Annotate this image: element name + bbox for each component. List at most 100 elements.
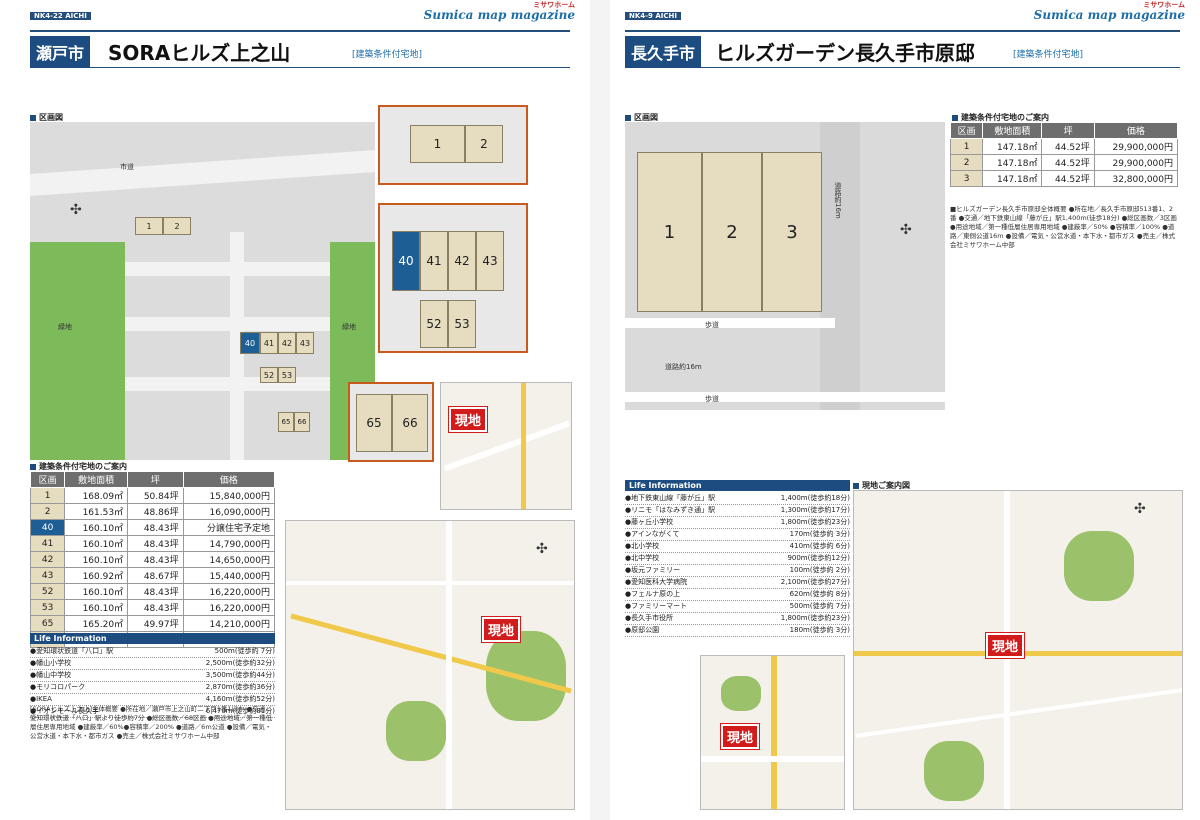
cell-tsubo: 44.52坪 [1041, 170, 1095, 187]
lot-40[interactable]: 40 [392, 231, 420, 291]
lot-1[interactable]: 1 [135, 217, 163, 235]
inset-lots-1-2: 1 2 [378, 105, 528, 185]
life-item-name: ●地下鉄東山線「藤が丘」駅 [625, 494, 716, 502]
site-marker: 現地 [449, 407, 488, 432]
life-item-distance: 620m(徒歩約 8分) [789, 590, 850, 598]
cell-price: 14,650,000円 [182, 551, 276, 568]
cell-price: 29,900,000円 [1093, 138, 1179, 155]
life-item-name: ●幡山小学校 [30, 659, 72, 667]
life-item-distance: 4,160m(徒歩約52分) [205, 695, 275, 703]
lot-41[interactable]: 41 [260, 332, 278, 354]
lot-53[interactable]: 53 [448, 300, 476, 348]
life-item: ●地下鉄東山線「藤が丘」駅 1,400m(徒歩約18分) [625, 493, 850, 505]
life-info: Life Information ●地下鉄東山線「藤が丘」駅 1,400m(徒歩約… [625, 480, 850, 637]
lot-66[interactable]: 66 [294, 412, 310, 432]
page-code: NK4-22 AICHI [30, 12, 91, 20]
road [125, 262, 330, 276]
cell-tsubo: 48.67坪 [127, 567, 184, 584]
col-header: 敷地面積 [64, 471, 129, 488]
life-item-name: ●北小学校 [625, 542, 660, 550]
col-header: 敷地面積 [982, 122, 1043, 139]
estate-notes: ■ヒルズガーデン長久手市原邸全体概要 ●所在地／長久手市原邸513番1、2番 ●… [950, 205, 1177, 249]
cell-tsubo: 49.97坪 [127, 615, 184, 632]
section-lot-table: 建築条件付宅地のご案内 [30, 461, 127, 472]
lot-3[interactable]: 3 [762, 152, 822, 312]
life-item-distance: 900m(徒歩約12分) [787, 554, 850, 562]
cell-price: 16,220,000円 [182, 583, 276, 600]
lot-42[interactable]: 42 [278, 332, 296, 354]
cell-tsubo: 44.52坪 [1041, 154, 1095, 171]
life-item-distance: 1,400m(徒歩約18分) [780, 494, 850, 502]
estate-notes: [SORAヒルズ上之山]全体概要 ●所在地／瀬戸市上之山町二丁目1番1ほか ●交… [30, 705, 273, 740]
cell-area: 160.92㎡ [64, 567, 129, 584]
col-header: 区画 [949, 122, 984, 139]
cell-area: 168.09㎡ [64, 487, 129, 504]
cell-tsubo: 48.43坪 [127, 519, 184, 536]
road [286, 581, 574, 585]
school-area [721, 676, 761, 711]
site-marker: 現地 [482, 617, 521, 642]
col-header: 坪 [1041, 122, 1095, 139]
compass-icon: ✣ [900, 222, 912, 238]
road-label: 市道 [120, 163, 134, 171]
lot-43[interactable]: 43 [476, 231, 504, 291]
estate-title: SORAヒルズ上之山 [108, 41, 291, 65]
lot-1[interactable]: 1 [637, 152, 702, 312]
cell-no: 52 [29, 583, 66, 600]
lot-65[interactable]: 65 [356, 394, 392, 452]
life-item-name: ●フェルナ原の上 [625, 590, 681, 598]
lot-65[interactable]: 65 [278, 412, 294, 432]
lot-2[interactable]: 2 [702, 152, 762, 312]
lot-40[interactable]: 40 [240, 332, 260, 354]
lot-52[interactable]: 52 [260, 367, 278, 383]
cell-area: 160.10㎡ [64, 519, 129, 536]
lot-53[interactable]: 53 [278, 367, 296, 383]
col-header: 価格 [1093, 122, 1179, 139]
cell-area: 147.18㎡ [982, 138, 1043, 155]
cell-no: 1 [949, 138, 984, 155]
cell-price: 29,900,000円 [1093, 154, 1179, 171]
lot-2[interactable]: 2 [465, 125, 503, 163]
lot-43[interactable]: 43 [296, 332, 314, 354]
cell-tsubo: 48.43坪 [127, 599, 184, 616]
sidewalk [625, 392, 945, 402]
life-item-name: ●原邸公園 [625, 626, 660, 634]
life-item-distance: 2,870m(徒歩約36分) [205, 683, 275, 691]
life-item-distance: 1,300m(徒歩約17分) [780, 506, 850, 514]
cell-price: 14,210,000円 [182, 615, 276, 632]
life-item-distance: 1,800m(徒歩約23分) [780, 518, 850, 526]
lot-1[interactable]: 1 [410, 125, 465, 163]
cell-tsubo: 48.86坪 [127, 503, 184, 520]
lot-map: 市道 緑地 緑地 ✣ 1 2 40 41 42 43 52 53 65 66 [30, 122, 375, 460]
lot-2[interactable]: 2 [163, 217, 191, 235]
cell-no: 43 [29, 567, 66, 584]
life-item-distance: 2,100m(徒歩約27分) [780, 578, 850, 586]
lot-66[interactable]: 66 [392, 394, 428, 452]
sidewalk-label: 歩道 [705, 395, 719, 403]
road [820, 122, 860, 410]
lot-52[interactable]: 52 [420, 300, 448, 348]
lot-42[interactable]: 42 [448, 231, 476, 291]
life-info-title: Life Information [625, 480, 850, 491]
road [701, 756, 844, 762]
estate-tag: [建築条件付宅地] [352, 50, 423, 60]
estate-tag: [建築条件付宅地] [1013, 50, 1084, 60]
lot-41[interactable]: 41 [420, 231, 448, 291]
life-item-name: ●IKEA [30, 695, 52, 703]
road-label: 道路約16m [665, 363, 702, 371]
life-item-name: ●リニモ「はなみずき通」駅 [625, 506, 716, 514]
